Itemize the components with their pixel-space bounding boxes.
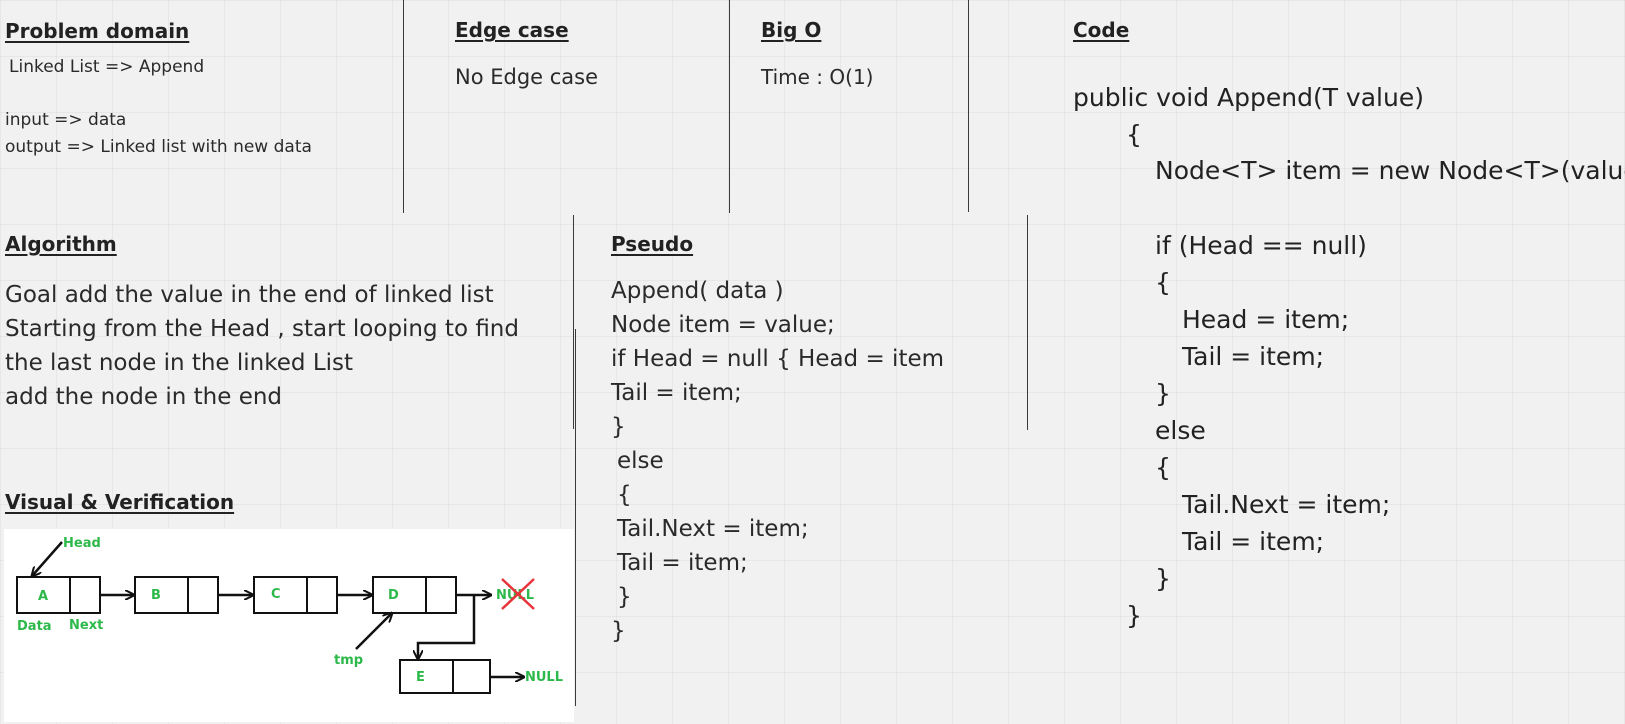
next-label: Next — [69, 618, 103, 633]
big-o-heading: Big O — [761, 18, 822, 42]
code-line: Tail.Next = item; — [1182, 490, 1391, 519]
tmp-label: tmp — [334, 653, 363, 668]
arrow-d-e — [418, 595, 476, 659]
node-d-label: D — [388, 588, 399, 603]
code-line: { — [1155, 268, 1171, 297]
code-line: { — [1155, 453, 1171, 482]
node-e-label: E — [416, 670, 425, 685]
code-line: public void Append(T value) — [1073, 83, 1424, 112]
code-line: Tail = item; — [1182, 342, 1325, 371]
code-line: else — [1155, 416, 1206, 445]
problem-domain-input: input => data — [5, 110, 127, 130]
node-b-label: B — [151, 588, 161, 603]
code-line: Head = item; — [1182, 305, 1350, 334]
node-c-label: C — [271, 587, 281, 602]
pseudo-line: { — [617, 482, 632, 508]
algorithm-line: add the node in the end — [5, 384, 283, 410]
algorithm-line: the last node in the linked List — [5, 350, 354, 376]
pseudo-line: Tail.Next = item; — [617, 516, 809, 542]
pseudo-line: else — [617, 448, 664, 474]
code-line: if (Head == null) — [1155, 231, 1367, 260]
pseudo-line: } — [611, 414, 626, 440]
node-a-label: A — [38, 589, 48, 604]
divider-1 — [403, 0, 404, 213]
divider-4 — [573, 215, 574, 429]
pseudo-line: Tail = item; — [611, 380, 742, 406]
problem-domain-heading: Problem domain — [5, 19, 190, 43]
divider-5 — [575, 329, 576, 706]
new-null-label: NULL — [525, 670, 563, 685]
algorithm-line: Goal add the value in the end of linked … — [5, 282, 494, 308]
code-line: } — [1155, 564, 1171, 593]
pseudo-line: Tail = item; — [617, 550, 748, 576]
algorithm-line: Starting from the Head , start looping t… — [5, 316, 519, 342]
data-label: Data — [17, 619, 52, 634]
pseudo-line: } — [611, 618, 626, 644]
code-line: { — [1126, 120, 1142, 149]
linked-list-diagram: Head A B C D NULL — [4, 529, 574, 722]
algorithm-heading: Algorithm — [5, 232, 117, 256]
tmp-pointer-arrow — [355, 613, 392, 650]
problem-domain-title: Linked List => Append — [9, 57, 205, 77]
node-a: A — [16, 576, 101, 614]
big-o-text: Time : O(1) — [761, 65, 874, 89]
node-c: C — [253, 576, 338, 614]
problem-domain-output: output => Linked list with new data — [5, 137, 312, 157]
pseudo-line: Node item = value; — [611, 312, 835, 338]
code-line: } — [1126, 601, 1142, 630]
pseudo-line: Append( data ) — [611, 278, 784, 304]
code-heading: Code — [1073, 18, 1130, 42]
divider-3 — [968, 0, 969, 212]
node-b: B — [134, 576, 219, 614]
node-d: D — [372, 576, 457, 614]
node-e: E — [399, 659, 491, 694]
code-line: Node<T> item = new Node<T>(value); — [1155, 156, 1625, 185]
head-label: Head — [63, 536, 101, 551]
pseudo-line: } — [617, 584, 632, 610]
edge-case-heading: Edge case — [455, 18, 569, 42]
pseudo-heading: Pseudo — [611, 232, 694, 256]
cross-icon — [501, 578, 535, 610]
divider-6 — [1027, 215, 1028, 430]
head-pointer-arrow — [32, 541, 63, 576]
pseudo-line: if Head = null { Head = item — [611, 346, 945, 372]
code-line: Tail = item; — [1182, 527, 1325, 556]
code-line: } — [1155, 379, 1171, 408]
visual-heading: Visual & Verification — [5, 490, 235, 514]
edge-case-text: No Edge case — [455, 65, 599, 89]
divider-2 — [729, 0, 730, 213]
